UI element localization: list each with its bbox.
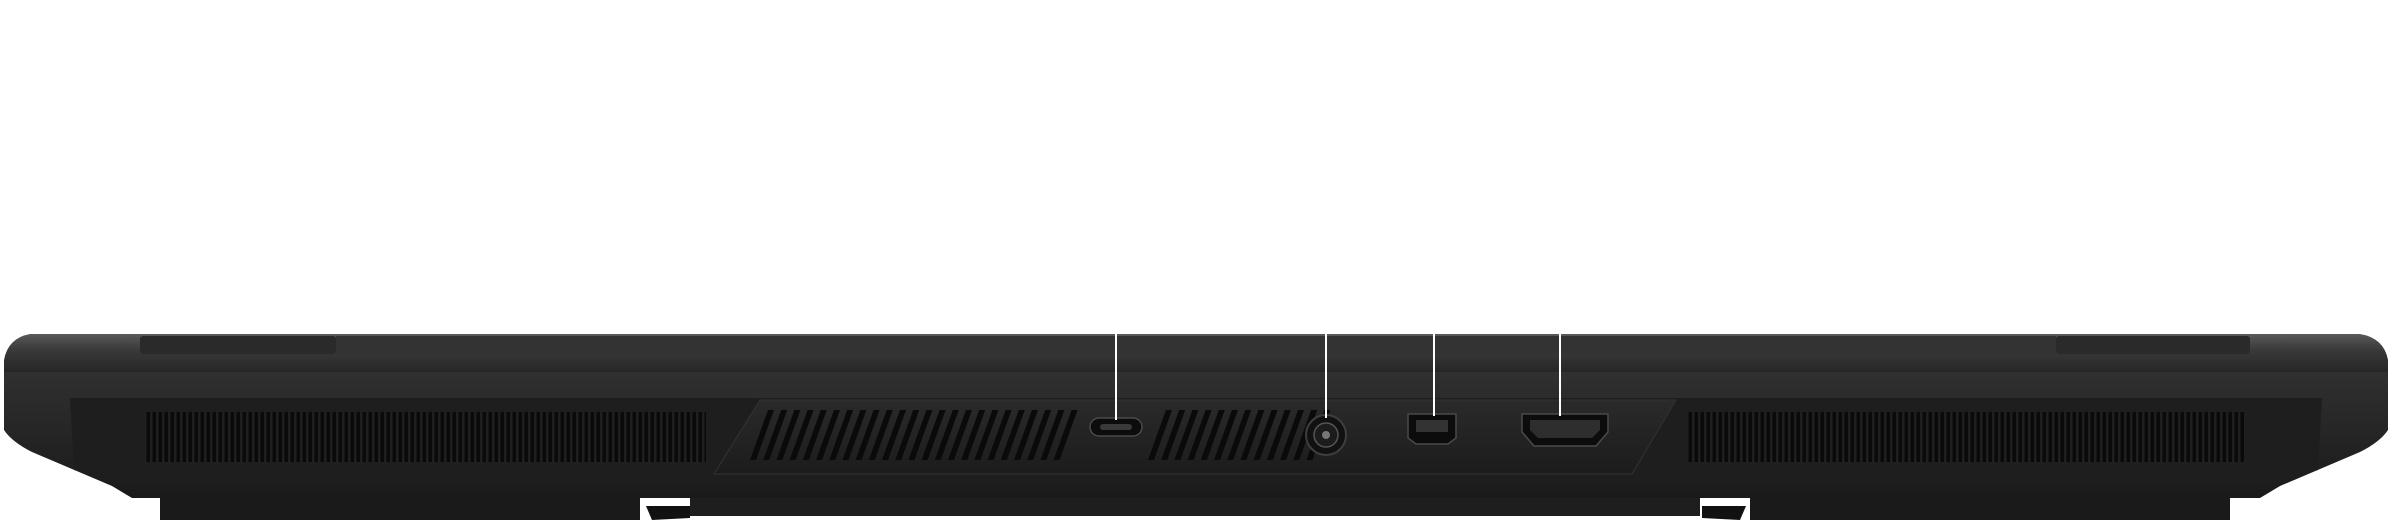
vent-grille-right <box>1686 412 2246 462</box>
exhaust-slat <box>802 410 827 460</box>
exhaust-slat <box>842 410 867 460</box>
exhaust-slat <box>1161 410 1186 460</box>
exhaust-slat <box>1227 410 1252 460</box>
exhaust-slat <box>750 410 774 460</box>
vent-grille-left <box>144 412 706 462</box>
foot-strip-right <box>1750 498 2230 520</box>
hinge-strip-right <box>2056 336 2250 354</box>
exhaust-slat <box>974 410 999 460</box>
exhaust-slat <box>948 410 972 460</box>
exhaust-slat <box>816 410 840 460</box>
exhaust-slat <box>961 410 986 460</box>
rubber-foot-right <box>1702 506 1746 520</box>
mini-displayport-icon[interactable] <box>1407 413 1457 445</box>
foot-strip-left <box>160 498 640 520</box>
exhaust-slat <box>829 410 854 460</box>
rubber-foot-left <box>646 506 690 520</box>
hdmi-port-icon[interactable] <box>1521 413 1609 447</box>
exhaust-slat <box>789 410 814 460</box>
hinge-strip-center <box>336 336 2056 354</box>
exhaust-slat <box>1014 410 1038 460</box>
usb-c-port-icon[interactable] <box>1089 417 1143 437</box>
hinge-strip-left <box>140 336 336 354</box>
exhaust-slats-left <box>750 410 1078 460</box>
exhaust-slat <box>868 410 893 460</box>
exhaust-slat <box>1053 410 1078 460</box>
exhaust-slat <box>934 410 959 460</box>
exhaust-slat <box>882 410 906 460</box>
exhaust-slat <box>987 410 1012 460</box>
exhaust-slat <box>1000 410 1025 460</box>
exhaust-slat <box>1214 410 1238 460</box>
exhaust-slat <box>855 410 880 460</box>
exhaust-slat <box>1174 410 1199 460</box>
foot-strip-center <box>690 498 1700 516</box>
dc-power-jack-icon[interactable] <box>1305 414 1347 456</box>
exhaust-slat <box>1253 410 1278 460</box>
exhaust-slat <box>908 410 933 460</box>
exhaust-slat <box>1040 410 1065 460</box>
exhaust-slat <box>763 410 788 460</box>
exhaust-slat <box>1200 410 1225 460</box>
exhaust-slat <box>895 410 920 460</box>
exhaust-slat <box>1027 410 1052 460</box>
exhaust-slat <box>1187 410 1212 460</box>
exhaust-slat <box>776 410 801 460</box>
exhaust-slat <box>1266 410 1291 460</box>
exhaust-slat <box>1280 410 1304 460</box>
exhaust-slat <box>1148 410 1172 460</box>
exhaust-slat <box>921 410 946 460</box>
exhaust-slat <box>1240 410 1265 460</box>
